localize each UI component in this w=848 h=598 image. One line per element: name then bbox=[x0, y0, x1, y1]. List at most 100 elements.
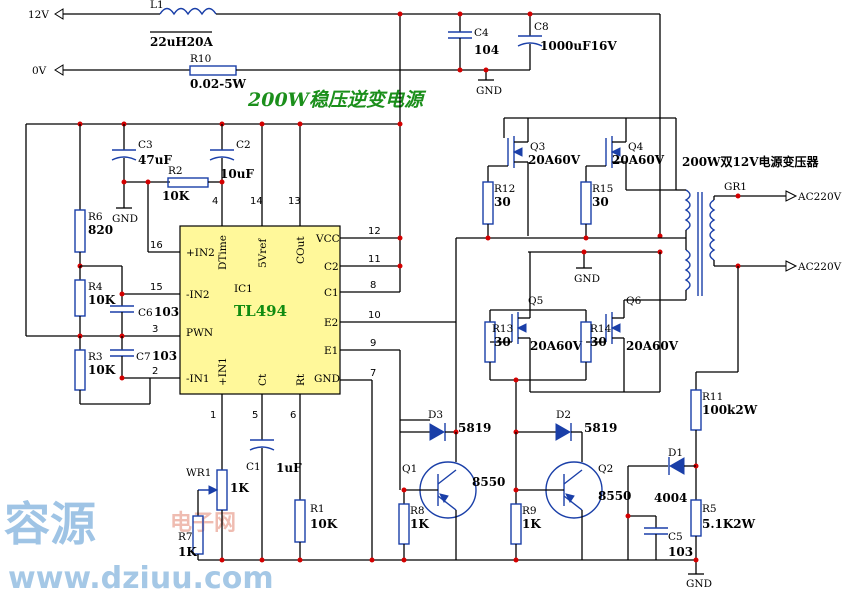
C6-value: 103 bbox=[154, 305, 179, 319]
pin-1: 1 bbox=[210, 410, 216, 421]
C7-ref: C7 bbox=[136, 351, 151, 363]
net-label-12v: 12V bbox=[28, 9, 49, 21]
pin-15: 15 bbox=[150, 282, 163, 293]
C4-ref: C4 bbox=[474, 27, 489, 39]
pin-name-in2n: -IN2 bbox=[186, 289, 210, 301]
R3-value: 10K bbox=[88, 363, 116, 377]
pin-12: 12 bbox=[368, 226, 381, 237]
pin-11: 11 bbox=[368, 254, 381, 265]
net-port-ac-bottom bbox=[785, 260, 798, 272]
R9-ref: R9 bbox=[522, 505, 537, 517]
pin-3: 3 bbox=[152, 324, 158, 335]
C1-ref: C1 bbox=[246, 461, 261, 473]
ic-body bbox=[179, 225, 341, 395]
C7-value: 103 bbox=[152, 349, 177, 363]
Q5-value: 20A60V bbox=[530, 339, 583, 353]
pin-name-e1: E1 bbox=[324, 345, 338, 357]
pin-6: 6 bbox=[290, 410, 296, 421]
C1-value: 1uF bbox=[276, 461, 302, 475]
ic-ref: IC1 bbox=[234, 283, 253, 295]
gnd-label-bottom: GND bbox=[686, 578, 712, 590]
potentiometer-WR1 bbox=[216, 469, 228, 511]
feedback-network: C3 47uF GND R2 10K C2 10uF R6 820 R bbox=[25, 121, 400, 405]
pin-5: 5 bbox=[252, 410, 258, 421]
R14-ref: R14 bbox=[590, 323, 612, 335]
mosfet-bridge: Q3 20A60V Q4 20A60V R12 30 R15 3 bbox=[455, 14, 686, 432]
net-label-ac-top: AC220V bbox=[797, 191, 842, 203]
L1-value: 22uH20A bbox=[150, 35, 213, 49]
resistor-R5 bbox=[690, 499, 702, 537]
net-port-ac-top bbox=[785, 190, 798, 202]
resistor-R9 bbox=[510, 503, 522, 545]
pin-name-vref: 5Vref bbox=[257, 238, 269, 268]
R6-ref: R6 bbox=[88, 211, 103, 223]
GR1-value: 200W双12V电源变压器 bbox=[682, 154, 820, 169]
R12-value: 30 bbox=[494, 195, 511, 209]
resistor-R10 bbox=[189, 65, 237, 76]
R12-ref: R12 bbox=[494, 183, 515, 195]
net-label-0v: 0V bbox=[32, 65, 47, 77]
C2-ref: C2 bbox=[236, 139, 251, 151]
Q2-ref: Q2 bbox=[598, 463, 613, 475]
Q4-value: 20A60V bbox=[612, 153, 665, 167]
D1-ref: D1 bbox=[668, 447, 683, 459]
Q6-ref: Q6 bbox=[626, 295, 642, 307]
mosfet-Q3 bbox=[488, 118, 529, 236]
watermark: 容源 电子网 www.dziuu.com bbox=[4, 497, 274, 596]
resistor-R6 bbox=[74, 209, 86, 253]
timing-network: WR1 1K R7 1K C1 1uF R1 10K bbox=[178, 380, 696, 563]
R8-value: 1K bbox=[410, 517, 429, 531]
R7-value: 1K bbox=[178, 545, 197, 559]
power-input: 12V 0V L1 22uH20A R10 0.02-5W C4 104 C8 … bbox=[28, 0, 660, 97]
diode-D1 bbox=[668, 457, 685, 475]
R11-value: 100k2W bbox=[702, 403, 758, 417]
resistor-R15 bbox=[580, 181, 592, 225]
D3-value: 5819 bbox=[458, 421, 491, 435]
pin-4: 4 bbox=[212, 196, 218, 207]
L1-ref: L1 bbox=[150, 0, 164, 11]
mosfet-Q6 bbox=[586, 300, 625, 392]
Q3-ref: Q3 bbox=[530, 141, 545, 153]
resistor-R4 bbox=[74, 279, 86, 317]
D2-ref: D2 bbox=[556, 409, 571, 421]
R5-value: 5.1K2W bbox=[702, 517, 756, 531]
pin-14: 14 bbox=[250, 196, 263, 207]
pin-10: 10 bbox=[368, 310, 381, 321]
ic-part: TL494 bbox=[234, 302, 287, 320]
Q6-value: 20A60V bbox=[626, 339, 679, 353]
R11-ref: R11 bbox=[702, 391, 723, 403]
R10-ref: R10 bbox=[190, 53, 211, 65]
resistor-R2 bbox=[167, 177, 209, 188]
pin-16: 16 bbox=[150, 240, 163, 251]
WR1-ref: WR1 bbox=[186, 467, 211, 479]
pin-name-in1n: -IN1 bbox=[186, 373, 210, 385]
resistor-R11 bbox=[690, 389, 702, 431]
Q2-value: 8550 bbox=[598, 489, 631, 503]
C5-value: 103 bbox=[668, 545, 693, 559]
resistor-R1 bbox=[294, 499, 306, 543]
C8-ref: C8 bbox=[534, 21, 549, 33]
pin-name-e2: E2 bbox=[324, 317, 338, 329]
watermark-brand: 容源 bbox=[4, 497, 96, 551]
resistor-R8 bbox=[398, 503, 410, 545]
C2-value: 10uF bbox=[220, 167, 254, 181]
D3-ref: D3 bbox=[428, 409, 443, 421]
Q5-ref: Q5 bbox=[528, 295, 543, 307]
resistor-R3 bbox=[74, 349, 86, 391]
R2-value: 10K bbox=[162, 189, 190, 203]
gnd-label-bridge: GND bbox=[574, 273, 600, 285]
R10-value: 0.02-5W bbox=[190, 77, 247, 91]
pin-name-pwn: PWN bbox=[186, 327, 213, 339]
vcc-bus bbox=[397, 11, 457, 432]
C3-value: 47uF bbox=[138, 153, 172, 167]
net-label-ac-bottom: AC220V bbox=[797, 261, 842, 273]
R6-value: 820 bbox=[88, 223, 113, 237]
R4-ref: R4 bbox=[88, 281, 103, 293]
C8-value: 1000uF16V bbox=[540, 39, 617, 53]
R14-value: 30 bbox=[590, 335, 607, 349]
WR1-value: 1K bbox=[230, 481, 249, 495]
D2-value: 5819 bbox=[584, 421, 617, 435]
diagram-title: 200W稳压逆变电源 bbox=[247, 89, 427, 111]
pin-13: 13 bbox=[288, 196, 301, 207]
